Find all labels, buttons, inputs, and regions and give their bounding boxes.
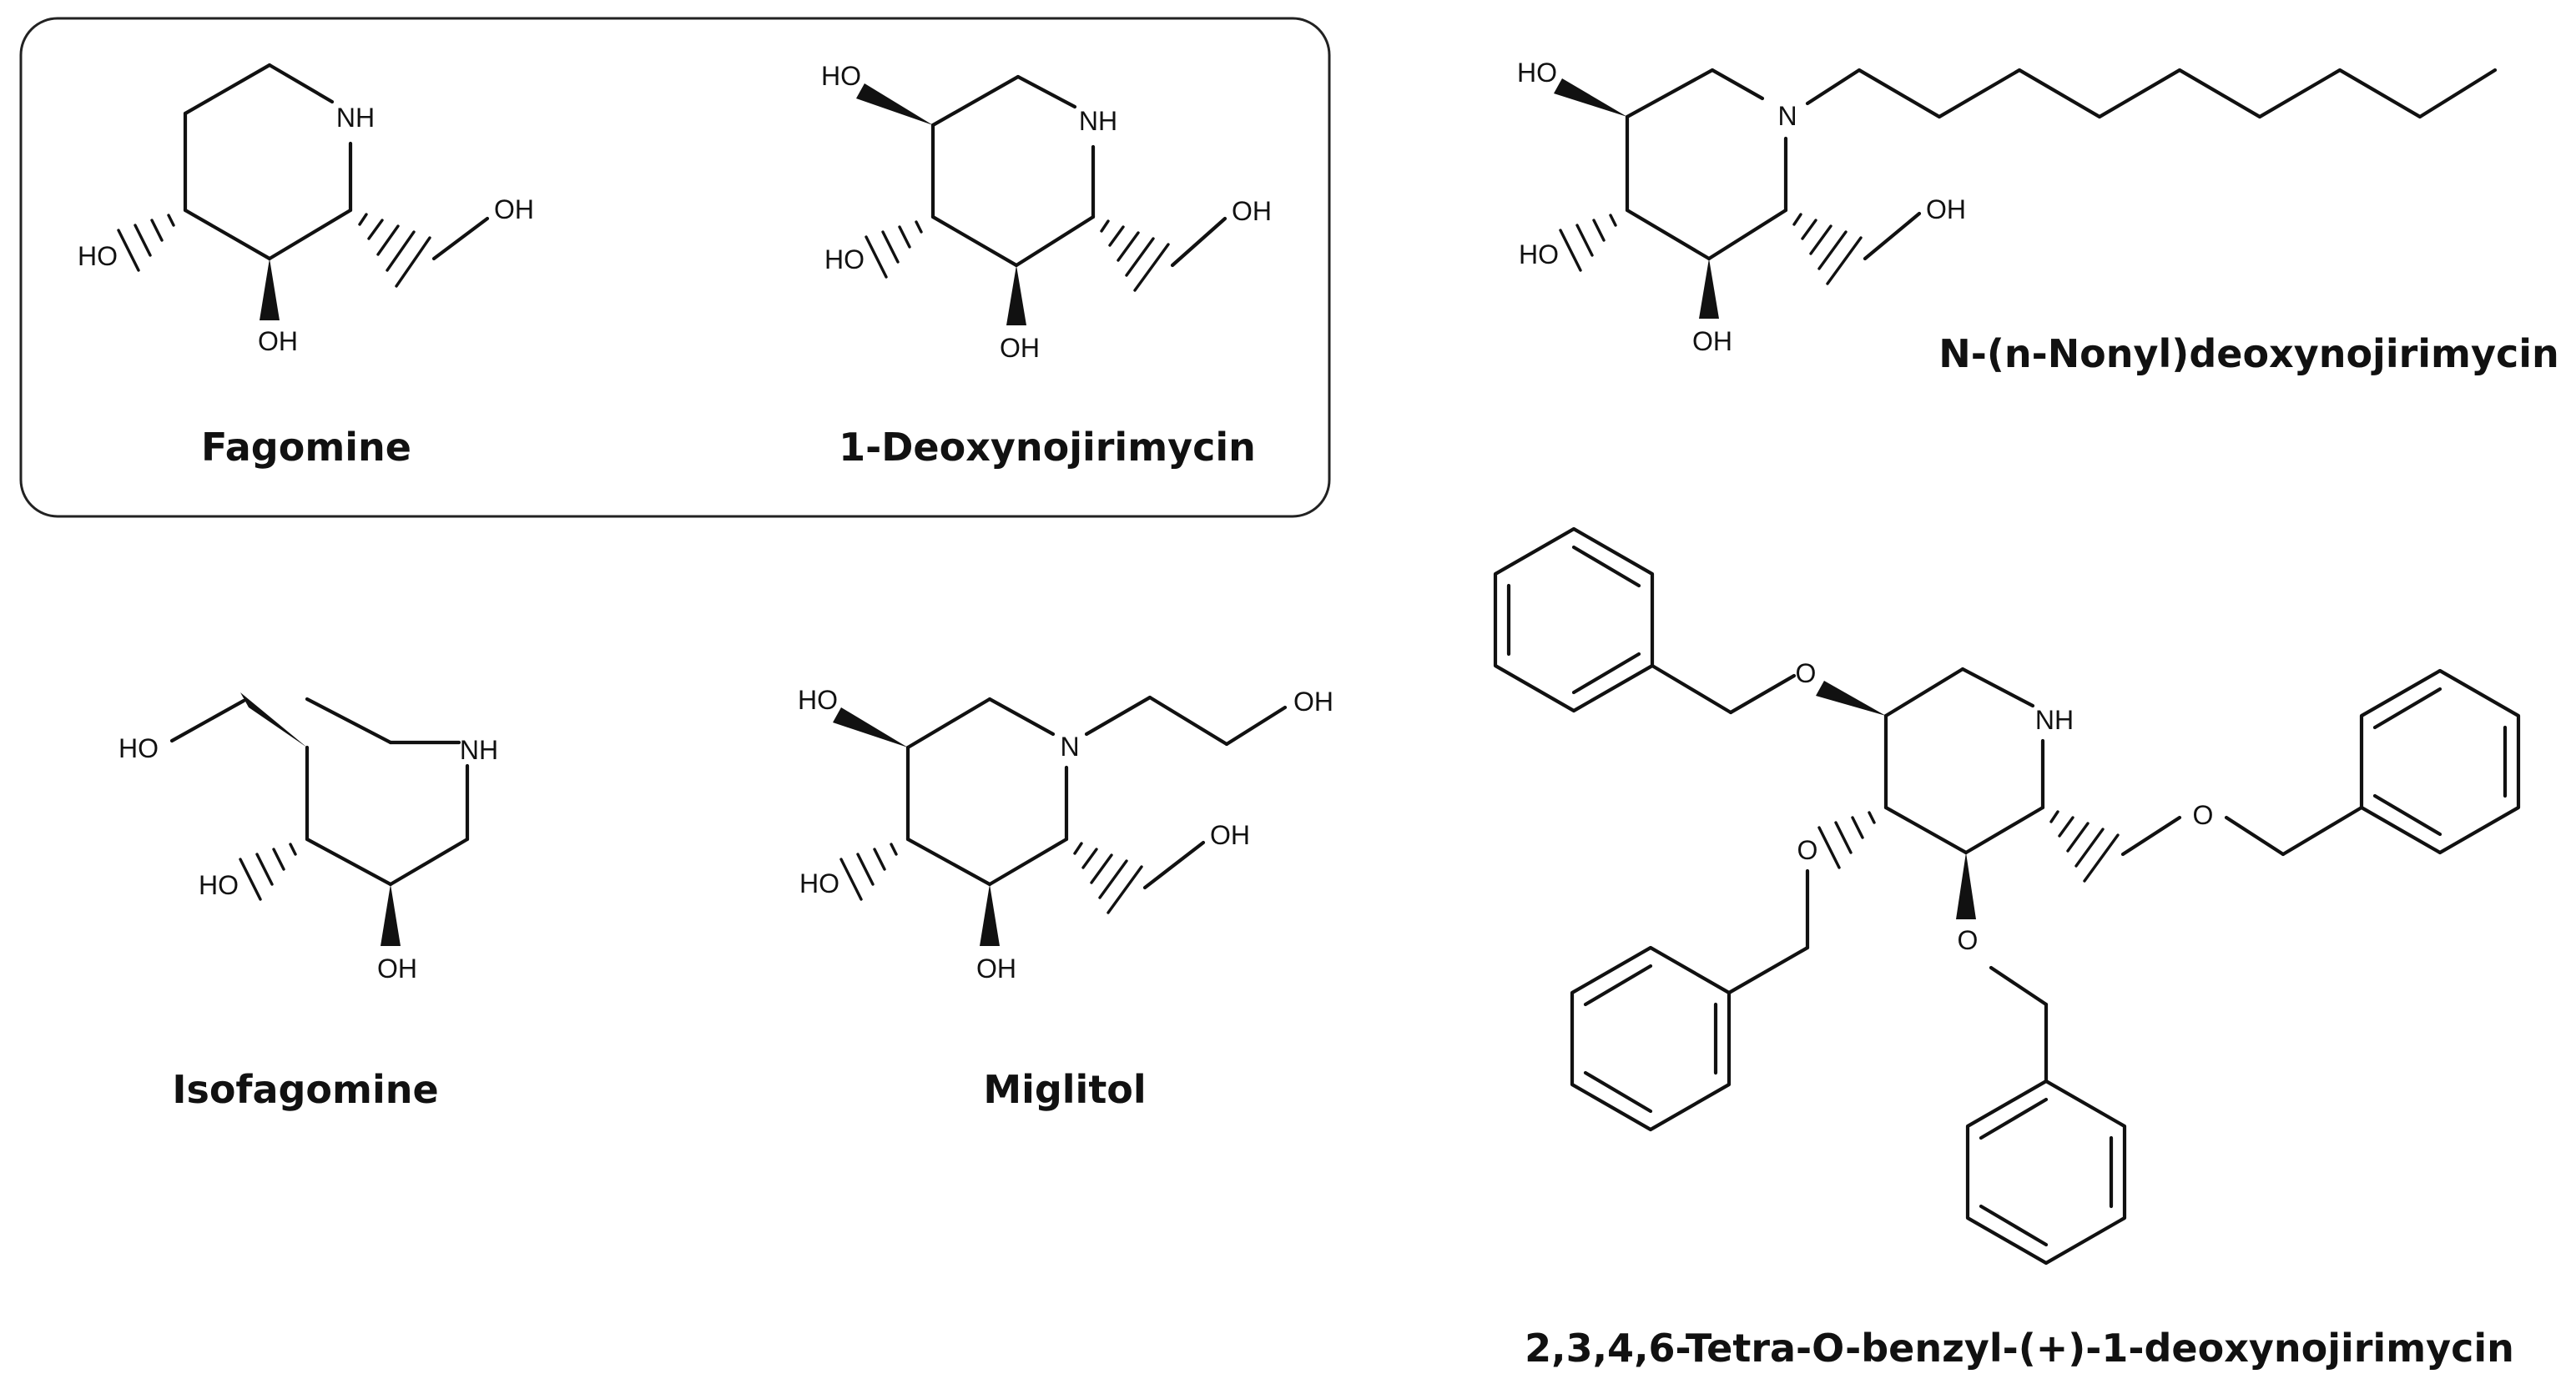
miglitol-ho-label: HO xyxy=(798,685,838,715)
miglitol-ho-label: HO xyxy=(799,868,839,898)
miglitol-n-label: N xyxy=(1060,732,1079,762)
compound-name-n-nonyl-deoxynojirimycin: N-(n-Nonyl)deoxynojirimycin xyxy=(1938,331,2559,376)
dnj-ho-label: HO xyxy=(821,61,861,91)
miglitol-oh-label: OH xyxy=(1210,820,1250,850)
nn-dnj-n-label: N xyxy=(1777,101,1797,131)
highlight-box xyxy=(19,17,1331,518)
nn-dnj-ho-label: HO xyxy=(1519,239,1559,269)
dnj-oh-label: OH xyxy=(1000,333,1040,363)
miglitol-oh-label: OH xyxy=(976,954,1016,984)
nn-dnj-oh-label: OH xyxy=(1692,326,1732,356)
nn-dnj-ho-label: HO xyxy=(1517,58,1557,88)
structure-isofagomine: NH HO HO OH xyxy=(118,692,498,984)
tetrabenzyl-nh-label: NH xyxy=(2035,705,2074,735)
tetrabenzyl-o6-label: O xyxy=(2193,800,2214,830)
fagomine-nh-label: NH xyxy=(336,103,375,133)
structure-n-nonyl-deoxynojirimycin: N HO OH HO OH xyxy=(1517,58,2498,356)
compound-name-isofagomine: Isofagomine xyxy=(172,1067,438,1112)
dnj-nh-label: NH xyxy=(1079,106,1117,136)
dnj-oh-label: OH xyxy=(1232,196,1272,226)
compound-name-fagomine: Fagomine xyxy=(201,425,411,470)
isofagomine-oh-label: OH xyxy=(377,954,417,984)
fagomine-oh-label: OH xyxy=(494,194,534,224)
structure-1-deoxynojirimycin: NH HO OH HO OH xyxy=(821,61,1272,363)
fagomine-ho-label: HO xyxy=(78,241,118,271)
isofagomine-nh-label: NH xyxy=(460,735,498,765)
isofagomine-ho-label: HO xyxy=(118,733,159,763)
miglitol-oh-label: OH xyxy=(1293,687,1333,717)
nn-dnj-oh-label: OH xyxy=(1926,194,1966,224)
dnj-ho-label: HO xyxy=(824,244,865,274)
structure-tetra-o-benzyl-dnj: NH O O O O xyxy=(1493,526,2521,1266)
compound-name-miglitol: Miglitol xyxy=(983,1067,1146,1112)
isofagomine-ho-label: HO xyxy=(199,870,239,900)
tetrabenzyl-o4-label: O xyxy=(1958,925,1979,955)
structure-miglitol: N OH HO OH HO OH xyxy=(798,685,1333,984)
tetrabenzyl-o2-label: O xyxy=(1796,658,1817,688)
compound-name-1-deoxynojirimycin: 1-Deoxynojirimycin xyxy=(839,425,1256,470)
compound-name-tetra-o-benzyl-dnj: 2,3,4,6-Tetra-O-benzyl-(+)-1-deoxynojiri… xyxy=(1525,1326,2514,1371)
fagomine-oh-label: OH xyxy=(258,326,298,356)
tetrabenzyl-o3-label: O xyxy=(1797,835,1818,865)
structure-fagomine: NH OH HO OH xyxy=(78,63,534,356)
